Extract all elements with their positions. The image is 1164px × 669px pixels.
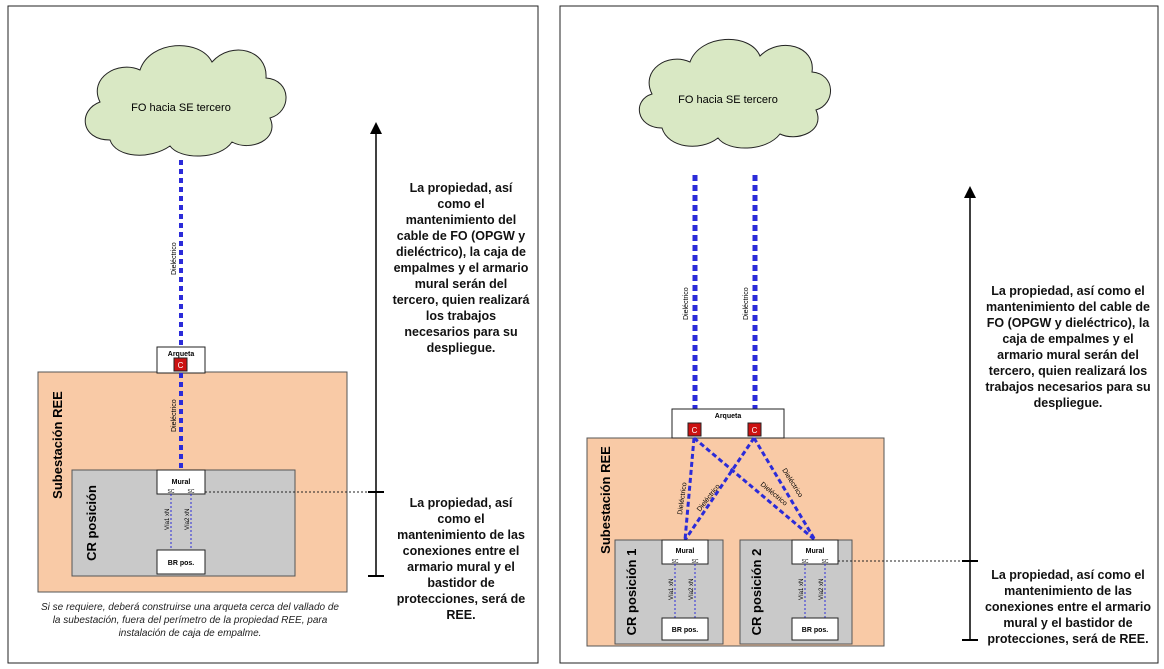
left-sc-label-1: SC: [168, 489, 175, 495]
right-link-c2-mural2: [752, 437, 817, 541]
right-arqueta-label: Arqueta: [715, 413, 742, 420]
right-note-third-party: La propiedad, así como el mantenimiento …: [985, 284, 1151, 410]
left-substation-label: Subestación REE: [50, 391, 65, 499]
right-link-c2-mural1: [683, 437, 756, 541]
right-br1-box: [661, 617, 709, 641]
right-cr1-via2-label: Vía2 xN: [689, 579, 695, 600]
left-note-third-party: La propiedad, así como el mantenimiento …: [392, 181, 530, 355]
right-mural2-sc1: SC: [802, 559, 809, 565]
right-link-c1-mural1: [683, 437, 696, 541]
left-br-label: BR pos.: [168, 560, 195, 567]
left-splice-symbol: C: [178, 361, 184, 370]
right-mural2-label: Mural: [806, 548, 825, 555]
right-note-ree: La propiedad, así como el mantenimiento …: [984, 568, 1152, 646]
left-note-ree: La propiedad, así como el mantenimiento …: [396, 496, 526, 622]
left-mural-box: [156, 469, 206, 495]
right-link-c1-mural2: [693, 436, 816, 542]
right-splice-symbol-1: C: [692, 426, 698, 435]
right-cr2-via1-label: Vía1 xN: [799, 579, 805, 600]
left-cloud-label: FO hacia SE tercero: [131, 102, 231, 114]
left-arqueta-label: Arqueta: [168, 351, 195, 358]
left-dielectric-label-lower: Dieléctrico: [171, 399, 178, 432]
right-mural1-box: [661, 539, 709, 565]
left-cr-label: CR posición: [84, 485, 99, 561]
right-mural1-label: Mural: [676, 548, 695, 555]
right-dielectric-label-2: Dieléctrico: [743, 287, 750, 320]
right-mural1-sc1: SC: [672, 559, 679, 565]
left-mural-label: Mural: [172, 479, 191, 486]
left-br-box: [156, 549, 206, 575]
right-cr1-via1-label: Vía1 xN: [669, 579, 675, 600]
left-footnote: Si se requiere, deberá construirse una a…: [41, 602, 339, 639]
left-via2-label: Vía2 xN: [185, 509, 191, 530]
left-dielectric-label-upper: Dieléctrico: [171, 242, 178, 275]
right-br2-label: BR pos.: [802, 627, 829, 634]
right-br2-box: [791, 617, 839, 641]
right-dielectric-label-1: Dieléctrico: [683, 287, 690, 320]
right-mural2-sc2: SC: [822, 559, 829, 565]
left-via1-label: Vía1 xN: [165, 509, 171, 530]
right-cr1-label: CR posición 1: [624, 549, 639, 636]
right-substation-label: Subestación REE: [598, 446, 613, 554]
right-cr2-label: CR posición 2: [749, 549, 764, 636]
left-cloud: [84, 45, 287, 157]
left-splice-box-icon: [173, 357, 188, 372]
right-splice-symbol-2: C: [752, 426, 758, 435]
right-cloud: [638, 38, 831, 149]
right-link-label-1: Dieléctrico: [677, 482, 688, 515]
right-cr2-via2-label: Vía2 xN: [819, 579, 825, 600]
right-cloud-label: FO hacia SE tercero: [678, 94, 778, 106]
right-mural1-sc2: SC: [692, 559, 699, 565]
right-mural2-box: [791, 539, 839, 565]
right-br1-label: BR pos.: [672, 627, 699, 634]
right-splice-box-1-icon: [687, 422, 702, 437]
right-splice-box-2-icon: [747, 422, 762, 437]
left-sc-label-2: SC: [188, 489, 195, 495]
